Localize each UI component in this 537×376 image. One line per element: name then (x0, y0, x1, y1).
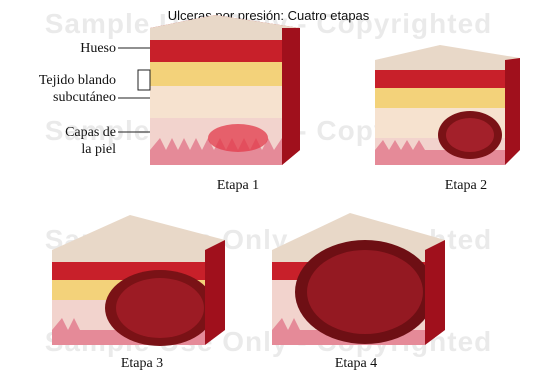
label-skin-line1: Capas de (36, 124, 116, 141)
stage-4-label: Etapa 4 (306, 356, 406, 372)
stage-3-block (52, 215, 225, 346)
stage-2-label: Etapa 2 (416, 178, 516, 194)
stage-1-label: Etapa 1 (188, 178, 288, 194)
label-skin: Capas de la piel (36, 124, 116, 158)
label-soft-tissue-line1: Tejido blando (10, 72, 116, 89)
stage-3-label: Etapa 3 (92, 356, 192, 372)
stage-1-block (150, 15, 300, 165)
label-soft-tissue: Tejido blando subcutáneo (10, 72, 116, 106)
stage-2-block (375, 45, 520, 165)
label-bone: Hueso (60, 40, 116, 57)
label-skin-line2: la piel (36, 141, 116, 158)
stage-4-block (272, 213, 445, 345)
label-leaders (118, 48, 150, 132)
label-soft-tissue-line2: subcutáneo (10, 89, 116, 106)
